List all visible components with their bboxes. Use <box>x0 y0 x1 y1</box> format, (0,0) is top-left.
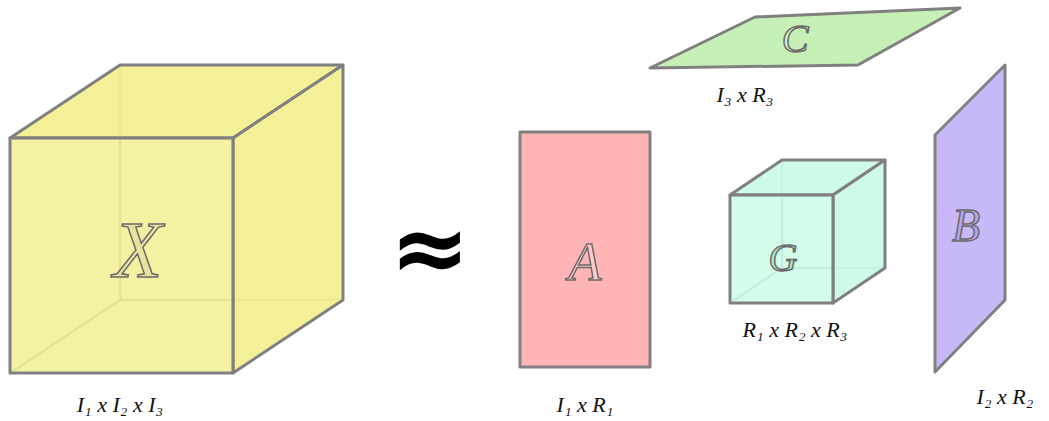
factor-matrix-b: BI₂ x R₂ <box>931 61 1009 376</box>
shape-face <box>520 132 650 367</box>
matrix-symbol: C <box>782 19 809 59</box>
shape-face <box>833 160 885 303</box>
shape-face <box>730 195 833 303</box>
matrix-symbol: B <box>952 203 980 249</box>
shape-face <box>650 8 960 68</box>
dimension-label: I₁ x I₂ x I₃ <box>77 394 163 416</box>
factor-matrix-c: CI₃ x R₃ <box>646 4 964 72</box>
core-tensor-g: GR₁ x R₂ x R₃ <box>726 156 890 308</box>
shape-face <box>10 138 233 373</box>
dimension-label: I₁ x R₁ <box>557 394 614 416</box>
shape-face <box>233 65 343 373</box>
shape-outline <box>6 60 348 378</box>
approx-symbol: ≈ <box>390 200 470 296</box>
dimension-label: I₃ x R₃ <box>717 84 774 106</box>
core-tensor-x: XI₁ x I₂ x I₃ <box>6 60 348 378</box>
dimension-label: I₂ x R₂ <box>977 386 1034 408</box>
tensor-symbol: X <box>114 210 163 290</box>
shape-face <box>935 65 1005 372</box>
shape-outline <box>726 156 890 308</box>
tensor-symbol: G <box>769 238 798 278</box>
factor-matrix-a: AI₁ x R₁ <box>516 128 654 372</box>
matrix-symbol: A <box>569 235 602 289</box>
dimension-label: R₁ x R₂ x R₃ <box>743 319 848 341</box>
